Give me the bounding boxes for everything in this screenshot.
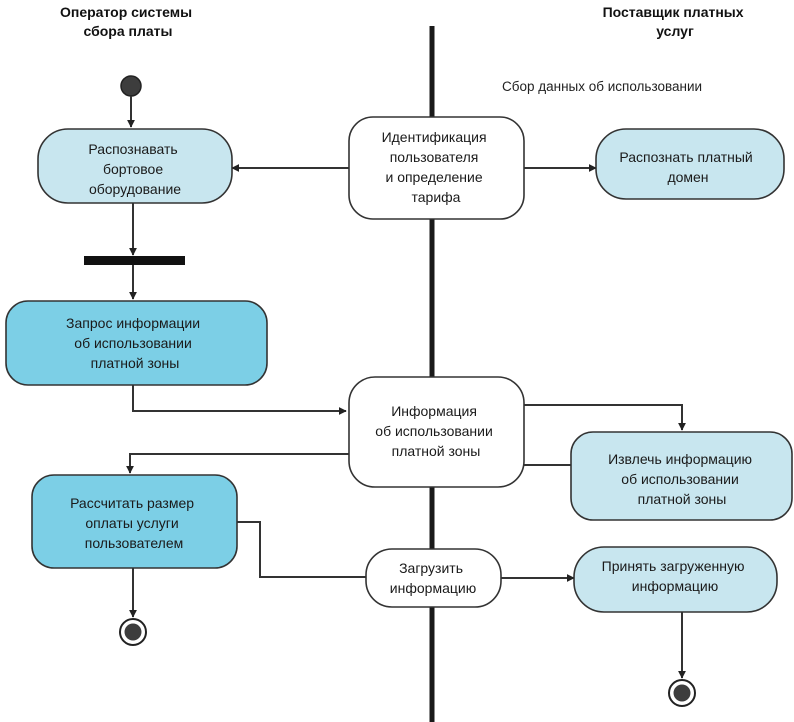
activity-recognize-domain-line: Распознать платный (619, 149, 752, 165)
activity-request-info-label: Запрос информации об использовании платн… (66, 315, 204, 371)
activity-identify-user-line: тарифа (412, 189, 461, 205)
activity-recognize-equipment-label: Распознавать бортовое оборудование (88, 141, 181, 197)
flow-usage-info-to-calculate (126, 453, 349, 474)
activity-upload-info: Загрузить информацию (365, 548, 502, 608)
lane-title-provider-line-2: услуг (656, 23, 694, 39)
lane-title-operator-line-2: сбора платы (84, 23, 173, 39)
activity-request-info-line: платной зоны (91, 355, 180, 371)
activity-calculate-fee-line: Рассчитать размер (70, 495, 194, 511)
activity-recognize-equipment-line: бортовое (103, 161, 163, 177)
final-node-provider (668, 679, 696, 707)
flow-calculate-to-upload (237, 521, 366, 578)
activity-recognize-domain-label: Распознать платный домен (619, 149, 756, 185)
activity-recognize-equipment-line: Распознавать (88, 141, 177, 157)
activity-request-info-shape (5, 300, 268, 386)
flow-request-to-usage-info (132, 385, 347, 415)
activity-upload-info-shape (365, 548, 502, 608)
activity-upload-info-line: информацию (390, 580, 476, 596)
activity-recognize-domain-shape (595, 128, 785, 200)
activity-extract-info-label: Извлечь информацию об использовании плат… (608, 451, 756, 507)
fork-bar (84, 256, 185, 265)
activity-usage-info-line: Информация (391, 403, 477, 419)
activity-recognize-equipment: Распознавать бортовое оборудование (37, 128, 233, 204)
lane-title-operator-line-1: Оператор системы (60, 4, 192, 20)
activity-identify-user: Идентификация пользователя и определение… (348, 116, 525, 220)
activity-identify-user-label: Идентификация пользователя и определение… (382, 129, 491, 205)
lane-title-provider: Поставщик платных услуг (603, 4, 748, 39)
activity-accept-info-line: информацию (632, 578, 718, 594)
activity-recognize-domain: Распознать платный домен (595, 128, 785, 200)
activity-accept-info-label: Принять загруженную информацию (602, 558, 749, 594)
activity-usage-info-shape (348, 376, 525, 488)
activity-calculate-fee-label: Рассчитать размер оплаты услуги пользова… (70, 495, 198, 551)
activity-identify-user-line: Идентификация (382, 129, 487, 145)
initial-node (120, 75, 142, 97)
activity-usage-info-line: платной зоны (392, 443, 481, 459)
activity-upload-info-line: Загрузить (399, 560, 463, 576)
activity-accept-info-shape (573, 546, 778, 613)
activity-request-info-line: Запрос информации (66, 315, 200, 331)
lane-title-provider-line-1: Поставщик платных (603, 4, 744, 20)
flow-usage-info-to-extract (524, 404, 686, 431)
activity-upload-info-label: Загрузить информацию (390, 560, 476, 596)
activity-identify-user-line: и определение (385, 169, 482, 185)
activity-extract-info-line: Извлечь информацию (608, 451, 752, 467)
activity-calculate-fee-line: пользователем (85, 535, 184, 551)
activity-recognize-domain-line: домен (667, 169, 708, 185)
activity-calculate-fee-line: оплаты услуги (85, 515, 178, 531)
activity-calculate-fee-shape (31, 474, 238, 569)
activity-usage-info-label: Информация об использовании платной зоны (375, 403, 496, 459)
data-collection-note: Сбор данных об использовании (502, 79, 702, 94)
activity-usage-info-line: об использовании (375, 423, 493, 439)
activity-extract-info-shape (570, 431, 793, 521)
final-node-operator (119, 618, 147, 646)
activity-extract-info-line: платной зоны (638, 491, 727, 507)
lane-title-operator: Оператор системы сбора платы (60, 4, 196, 39)
activity-request-info-line: об использовании (74, 335, 192, 351)
activity-identify-user-line: пользователя (390, 149, 479, 165)
activity-recognize-equipment-shape (37, 128, 233, 204)
activity-identify-user-shape (348, 116, 525, 220)
activity-usage-info: Информация об использовании платной зоны (348, 376, 525, 488)
activity-extract-info: Извлечь информацию об использовании плат… (570, 431, 793, 521)
activity-accept-info-line: Принять загруженную (602, 558, 745, 574)
activity-accept-info: Принять загруженную информацию (573, 546, 778, 613)
activity-extract-info-line: об использовании (621, 471, 739, 487)
activity-request-info: Запрос информации об использовании платн… (5, 300, 268, 386)
activity-recognize-equipment-line: оборудование (89, 181, 181, 197)
activity-calculate-fee: Рассчитать размер оплаты услуги пользова… (31, 474, 238, 569)
